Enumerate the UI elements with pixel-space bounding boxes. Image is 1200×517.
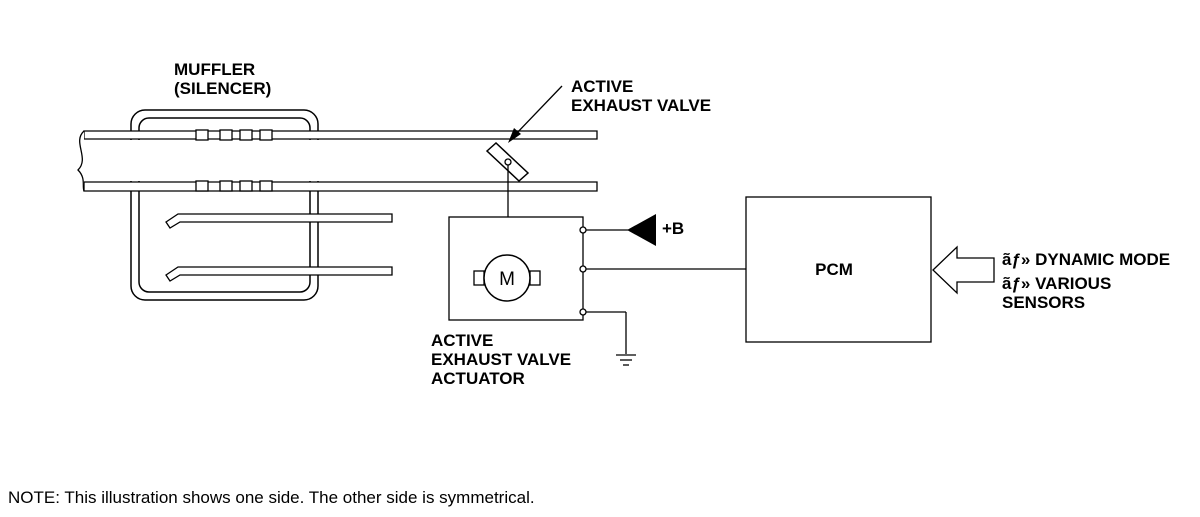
exhaust-pipe <box>77 129 598 282</box>
muffler <box>130 109 319 301</box>
ground-wire <box>586 311 636 366</box>
input-various: ãƒ» VARIOUS <box>1002 274 1111 293</box>
valve-leader-arrow <box>508 85 563 143</box>
pcm-box <box>745 196 932 343</box>
input-arrow <box>932 245 995 295</box>
pcm-label: PCM <box>815 260 853 279</box>
motor-symbol <box>473 254 541 302</box>
power-terminal-label: +B <box>662 219 684 238</box>
power-wire <box>586 214 656 246</box>
motor-label: M <box>499 269 515 290</box>
valve-label-line2: EXHAUST VALVE <box>571 96 711 115</box>
footnote: NOTE: This illustration shows one side. … <box>8 488 535 507</box>
input-sensors: SENSORS <box>1002 293 1085 312</box>
actuator-label-line1: ACTIVE <box>431 331 493 350</box>
input-dynamic-mode: ãƒ» DYNAMIC MODE <box>1002 250 1170 269</box>
muffler-label-line2: (SILENCER) <box>174 79 271 98</box>
actuator-label-line2: EXHAUST VALVE <box>431 350 571 369</box>
valve-label-line1: ACTIVE <box>571 77 633 96</box>
muffler-label-line1: MUFFLER <box>174 60 255 79</box>
actuator-label-line3: ACTUATOR <box>431 369 525 388</box>
